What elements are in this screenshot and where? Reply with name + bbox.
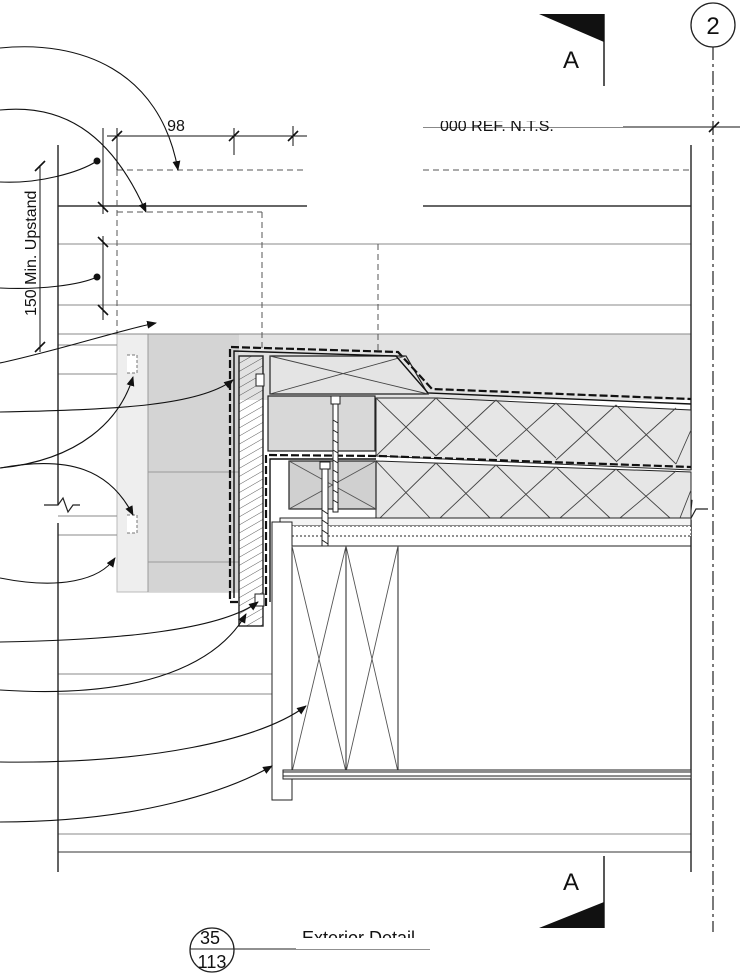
timber-block: [267, 395, 376, 452]
fixing-clip-bottom: [254, 593, 265, 607]
wall-masonry: [116, 333, 240, 593]
timber-bearer-top: [269, 355, 430, 395]
section-marker-bottom-label: A: [563, 869, 579, 896]
detail-number: 35: [200, 928, 220, 948]
sheet-number: 113: [198, 952, 227, 972]
fixing-clip-top: [255, 373, 265, 387]
upstand-label: 150 Min. Upstand: [23, 191, 40, 316]
title-mask: [296, 938, 436, 949]
leader-dot-2: [93, 273, 101, 281]
ceiling-lining: [282, 769, 692, 780]
dimension-vertical: [34, 128, 109, 353]
dimension-partial-text: 000 REF. N.T.S.: [440, 118, 554, 135]
flashing: [233, 350, 692, 602]
grid-line-2: [690, 2, 736, 932]
section-marker-top-label: A: [563, 47, 579, 74]
leader-lines: [0, 46, 307, 823]
membrane: [228, 345, 692, 606]
grid-line-label: 2: [706, 13, 719, 40]
break-symbol-left: [44, 496, 80, 514]
wall-studs: [271, 521, 399, 801]
reference-lines: [58, 205, 691, 853]
dim-mask-top: [423, 100, 623, 121]
dashed-lines: [116, 169, 691, 352]
dimension-98: [107, 126, 307, 170]
screw-upper: [330, 395, 341, 513]
leader-dot-1: [93, 157, 101, 165]
dimension-98-text: 98: [167, 118, 185, 135]
fascia-board: [238, 355, 264, 627]
section-marker-top: [539, 14, 605, 86]
insulation-lower: [375, 460, 692, 519]
insulation-upper: [375, 397, 692, 471]
section-marker-bottom: [539, 856, 605, 928]
